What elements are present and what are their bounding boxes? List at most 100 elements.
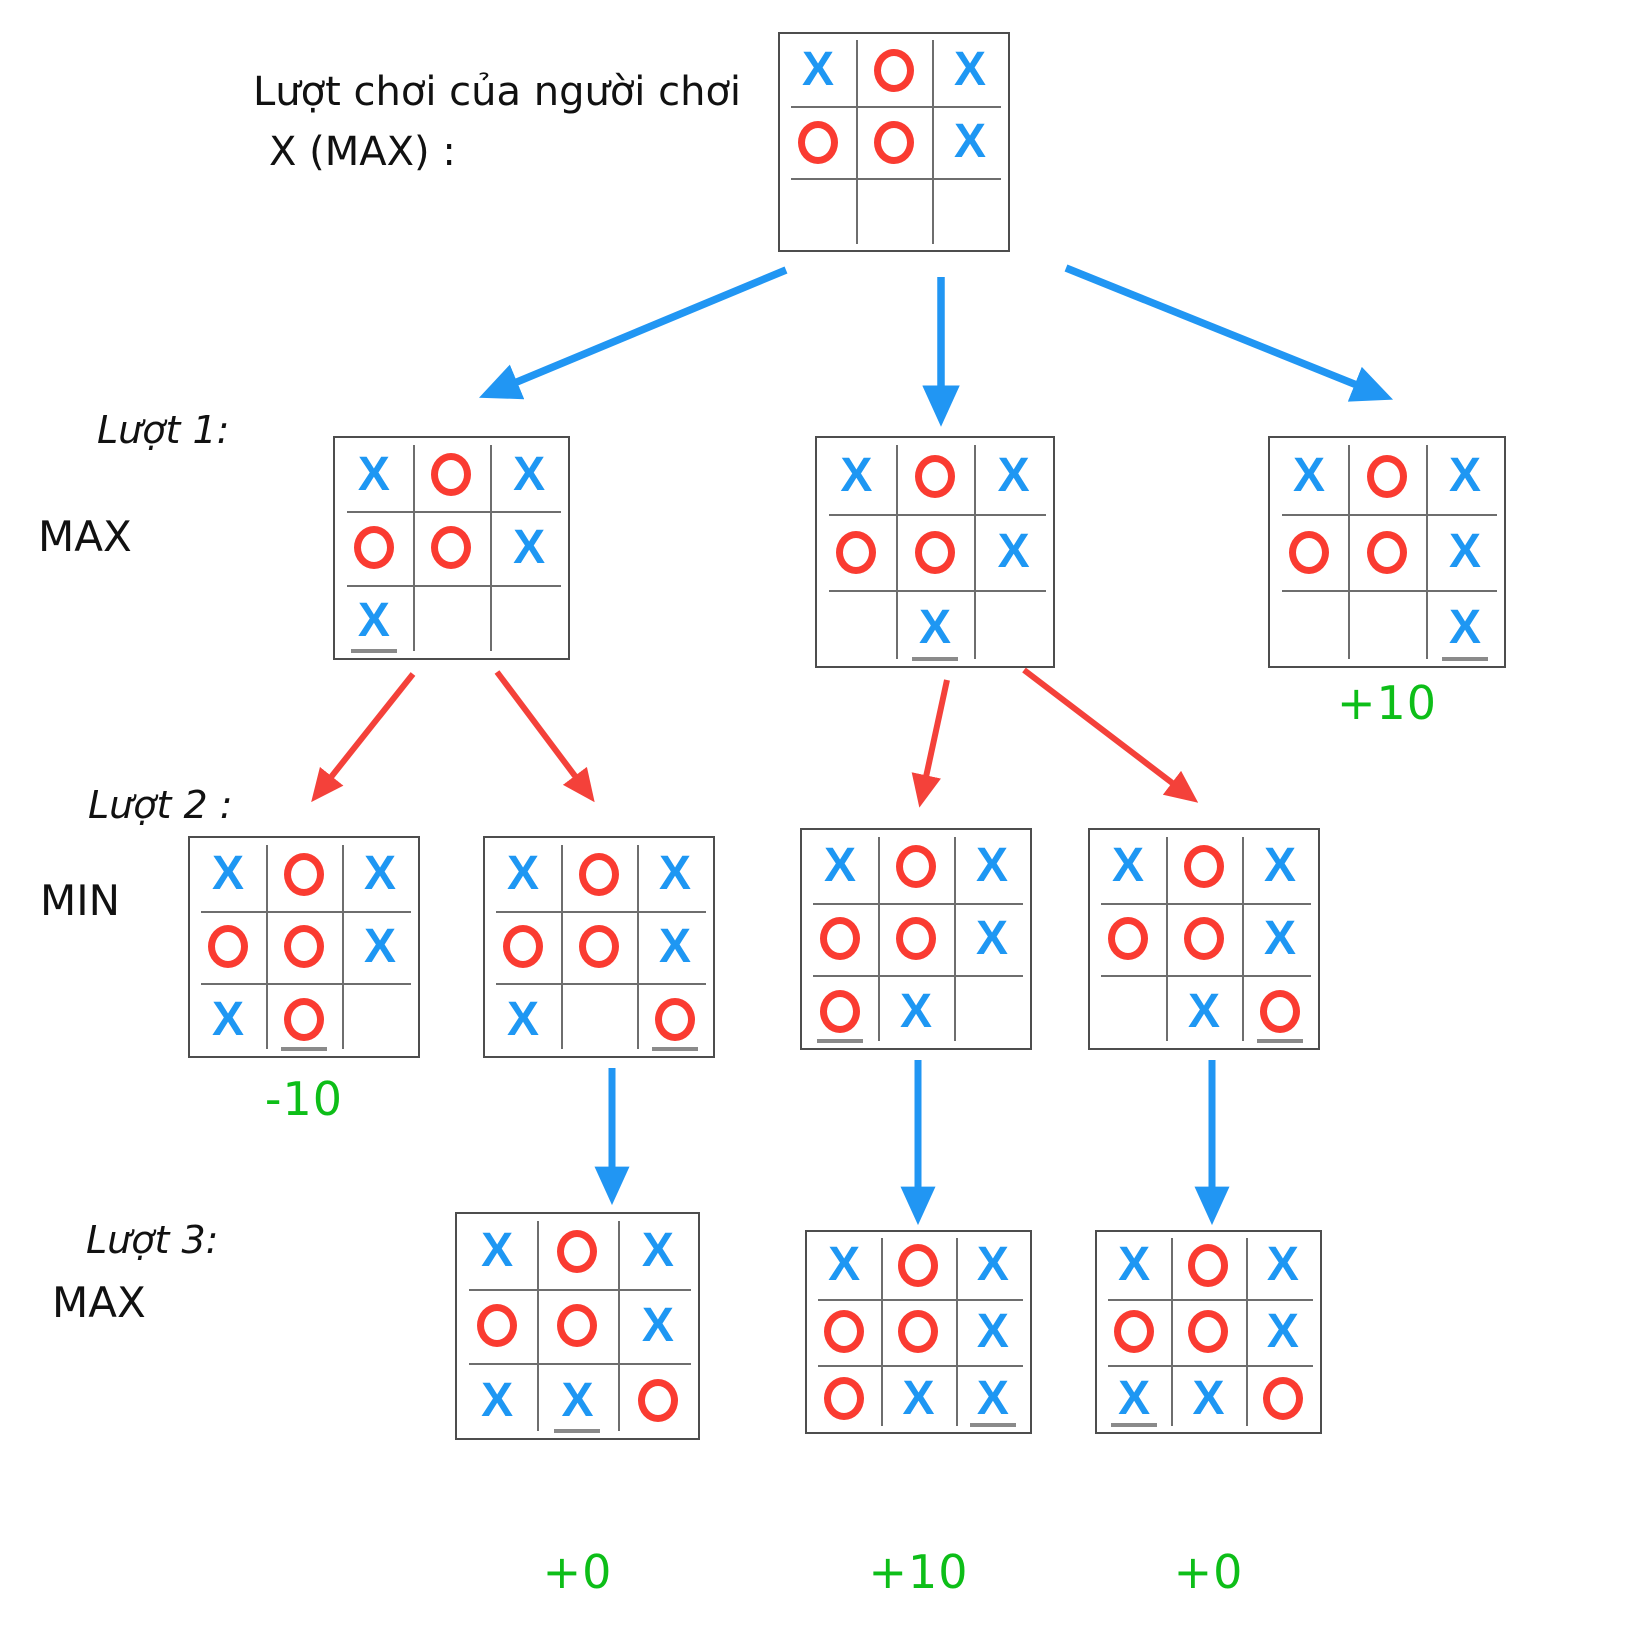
o-mark xyxy=(824,1377,865,1421)
cell xyxy=(413,511,491,584)
cell xyxy=(802,975,878,1048)
score-l1-right: +10 xyxy=(1336,676,1438,730)
o-mark xyxy=(914,530,955,574)
grid-line xyxy=(1241,836,1244,1042)
score-l3-3: +0 xyxy=(1173,1545,1244,1599)
grid-line xyxy=(537,1220,540,1432)
o-mark xyxy=(820,990,860,1034)
cell: X xyxy=(618,1289,698,1364)
cell xyxy=(561,983,637,1056)
x-mark: X xyxy=(976,1238,1009,1292)
cell xyxy=(780,178,856,250)
cell: X xyxy=(490,438,568,511)
o-mark xyxy=(1289,530,1329,574)
grid-line xyxy=(412,444,415,652)
o-mark xyxy=(655,998,695,1042)
new-move-underline xyxy=(554,1428,601,1433)
turn2-label: Lượt 2 : xyxy=(88,783,233,827)
turn1-label: Lượt 1: xyxy=(97,408,230,452)
x-mark: X xyxy=(1448,601,1481,654)
o-mark xyxy=(1184,844,1224,888)
x-mark: X xyxy=(561,1373,594,1427)
x-mark: X xyxy=(1448,449,1481,502)
cell: X xyxy=(335,585,413,658)
new-move-underline xyxy=(1257,1038,1303,1043)
o-mark xyxy=(579,852,619,896)
cell: X xyxy=(1097,1232,1171,1299)
cell xyxy=(1171,1232,1245,1299)
cell: X xyxy=(956,1299,1030,1366)
x-mark: X xyxy=(1118,1371,1151,1425)
x-mark: X xyxy=(481,1224,514,1278)
cell: X xyxy=(954,830,1030,903)
cell xyxy=(954,975,1030,1048)
grid-line xyxy=(791,105,1002,108)
x-mark: X xyxy=(363,847,396,901)
cell xyxy=(485,911,561,984)
x-mark: X xyxy=(953,115,986,168)
cell xyxy=(1270,514,1348,590)
grid-line xyxy=(955,1238,958,1426)
cell xyxy=(457,1289,537,1364)
cell xyxy=(413,438,491,511)
cell: X xyxy=(1246,1299,1320,1366)
cell: X xyxy=(457,1363,537,1438)
grid-line xyxy=(346,584,561,587)
cell xyxy=(807,1365,881,1432)
grid-line xyxy=(1108,1365,1314,1368)
o-mark xyxy=(1108,917,1148,961)
x-mark: X xyxy=(481,1373,514,1427)
arrow-root-to-l1-left xyxy=(478,266,788,400)
x-mark: X xyxy=(357,447,390,501)
arrow-l1-mid-to-l2-3 xyxy=(911,679,950,808)
title-line-1: Lượt chơi của người chơi xyxy=(253,69,742,115)
cell xyxy=(1171,1299,1245,1366)
turn3-label: Lượt 3: xyxy=(86,1218,219,1262)
cell xyxy=(342,983,418,1056)
x-mark: X xyxy=(357,594,390,648)
score-l3-2: +10 xyxy=(868,1545,969,1599)
o-mark xyxy=(1184,917,1224,961)
arrow-l1-left-to-l2-1 xyxy=(311,672,416,803)
grid-line xyxy=(828,589,1046,592)
cell: X xyxy=(190,838,266,911)
new-move-underline xyxy=(817,1038,863,1043)
o-mark xyxy=(557,1304,598,1348)
x-mark: X xyxy=(1187,984,1220,1038)
x-mark: X xyxy=(1192,1371,1225,1425)
grid-line xyxy=(974,444,977,660)
grid-line xyxy=(1245,1238,1248,1426)
x-mark: X xyxy=(953,43,986,96)
cell xyxy=(780,106,856,178)
o-mark xyxy=(1114,1310,1155,1354)
cell: X xyxy=(817,438,896,514)
cell: X xyxy=(1097,1365,1171,1432)
grid-line xyxy=(1281,589,1497,592)
cell xyxy=(881,1299,955,1366)
x-mark: X xyxy=(902,1371,935,1425)
cell xyxy=(817,514,896,590)
x-mark: X xyxy=(1292,449,1325,502)
x-mark: X xyxy=(506,992,539,1046)
x-mark: X xyxy=(1118,1238,1151,1292)
x-mark: X xyxy=(641,1224,674,1278)
cell xyxy=(932,178,1008,250)
cell xyxy=(537,1289,617,1364)
cell: X xyxy=(1090,830,1166,903)
cell: X xyxy=(1171,1365,1245,1432)
cell: X xyxy=(1246,1232,1320,1299)
x-mark: X xyxy=(363,919,396,973)
cell: X xyxy=(881,1365,955,1432)
grid-line xyxy=(636,844,639,1050)
cell xyxy=(413,585,491,658)
cell xyxy=(266,838,342,911)
grid-line xyxy=(496,983,707,986)
o-mark xyxy=(284,852,324,896)
o-mark xyxy=(431,453,472,497)
